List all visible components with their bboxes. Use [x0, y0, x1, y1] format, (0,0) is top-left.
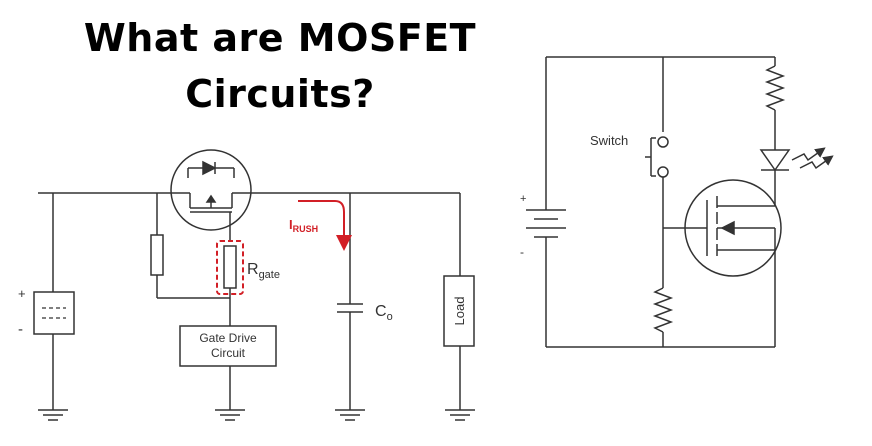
rgate-label: Rgate	[247, 261, 280, 281]
right-battery-minus-label: -	[520, 245, 524, 259]
title-line-2: Circuits?	[185, 72, 375, 116]
ground-icon	[335, 409, 365, 421]
title-line-1: What are MOSFET	[83, 16, 477, 60]
ground-icon	[445, 409, 475, 421]
led-resistor	[764, 65, 786, 111]
battery-plus-label: +	[18, 286, 26, 301]
battery-box	[33, 291, 75, 335]
irush-label: IRUSH	[289, 217, 318, 234]
load-label: Load	[452, 297, 467, 326]
left-circuit	[33, 149, 475, 421]
battery-cell-marks	[42, 307, 66, 319]
ground-icon	[38, 409, 68, 421]
rgate-resistor	[223, 245, 237, 289]
light-emission-icon	[791, 147, 834, 170]
battery-minus-label: -	[18, 321, 23, 338]
rgate-highlight	[216, 240, 244, 295]
right-battery	[526, 209, 566, 245]
gate-drive-label-2: Circuit	[211, 346, 246, 360]
mosfet-symbol-right	[684, 179, 782, 347]
cap-label: Co	[375, 303, 393, 323]
pulldown-resistor	[652, 287, 674, 333]
led-icon	[759, 146, 791, 180]
load-box	[443, 275, 475, 347]
right-circuit	[526, 56, 834, 348]
gate-drive-box	[179, 325, 277, 367]
irush-arrow	[298, 200, 352, 251]
gate-drive-label-1: Gate Drive	[199, 331, 257, 345]
bias-resistor	[150, 234, 164, 276]
mosfet-symbol-left	[170, 149, 252, 241]
switch-label: Switch	[590, 133, 628, 148]
ground-icon	[215, 409, 245, 421]
switch-symbol	[645, 136, 669, 178]
page-title: What are MOSFET Circuits?	[0, 10, 560, 122]
right-battery-plus-label: +	[520, 193, 526, 205]
